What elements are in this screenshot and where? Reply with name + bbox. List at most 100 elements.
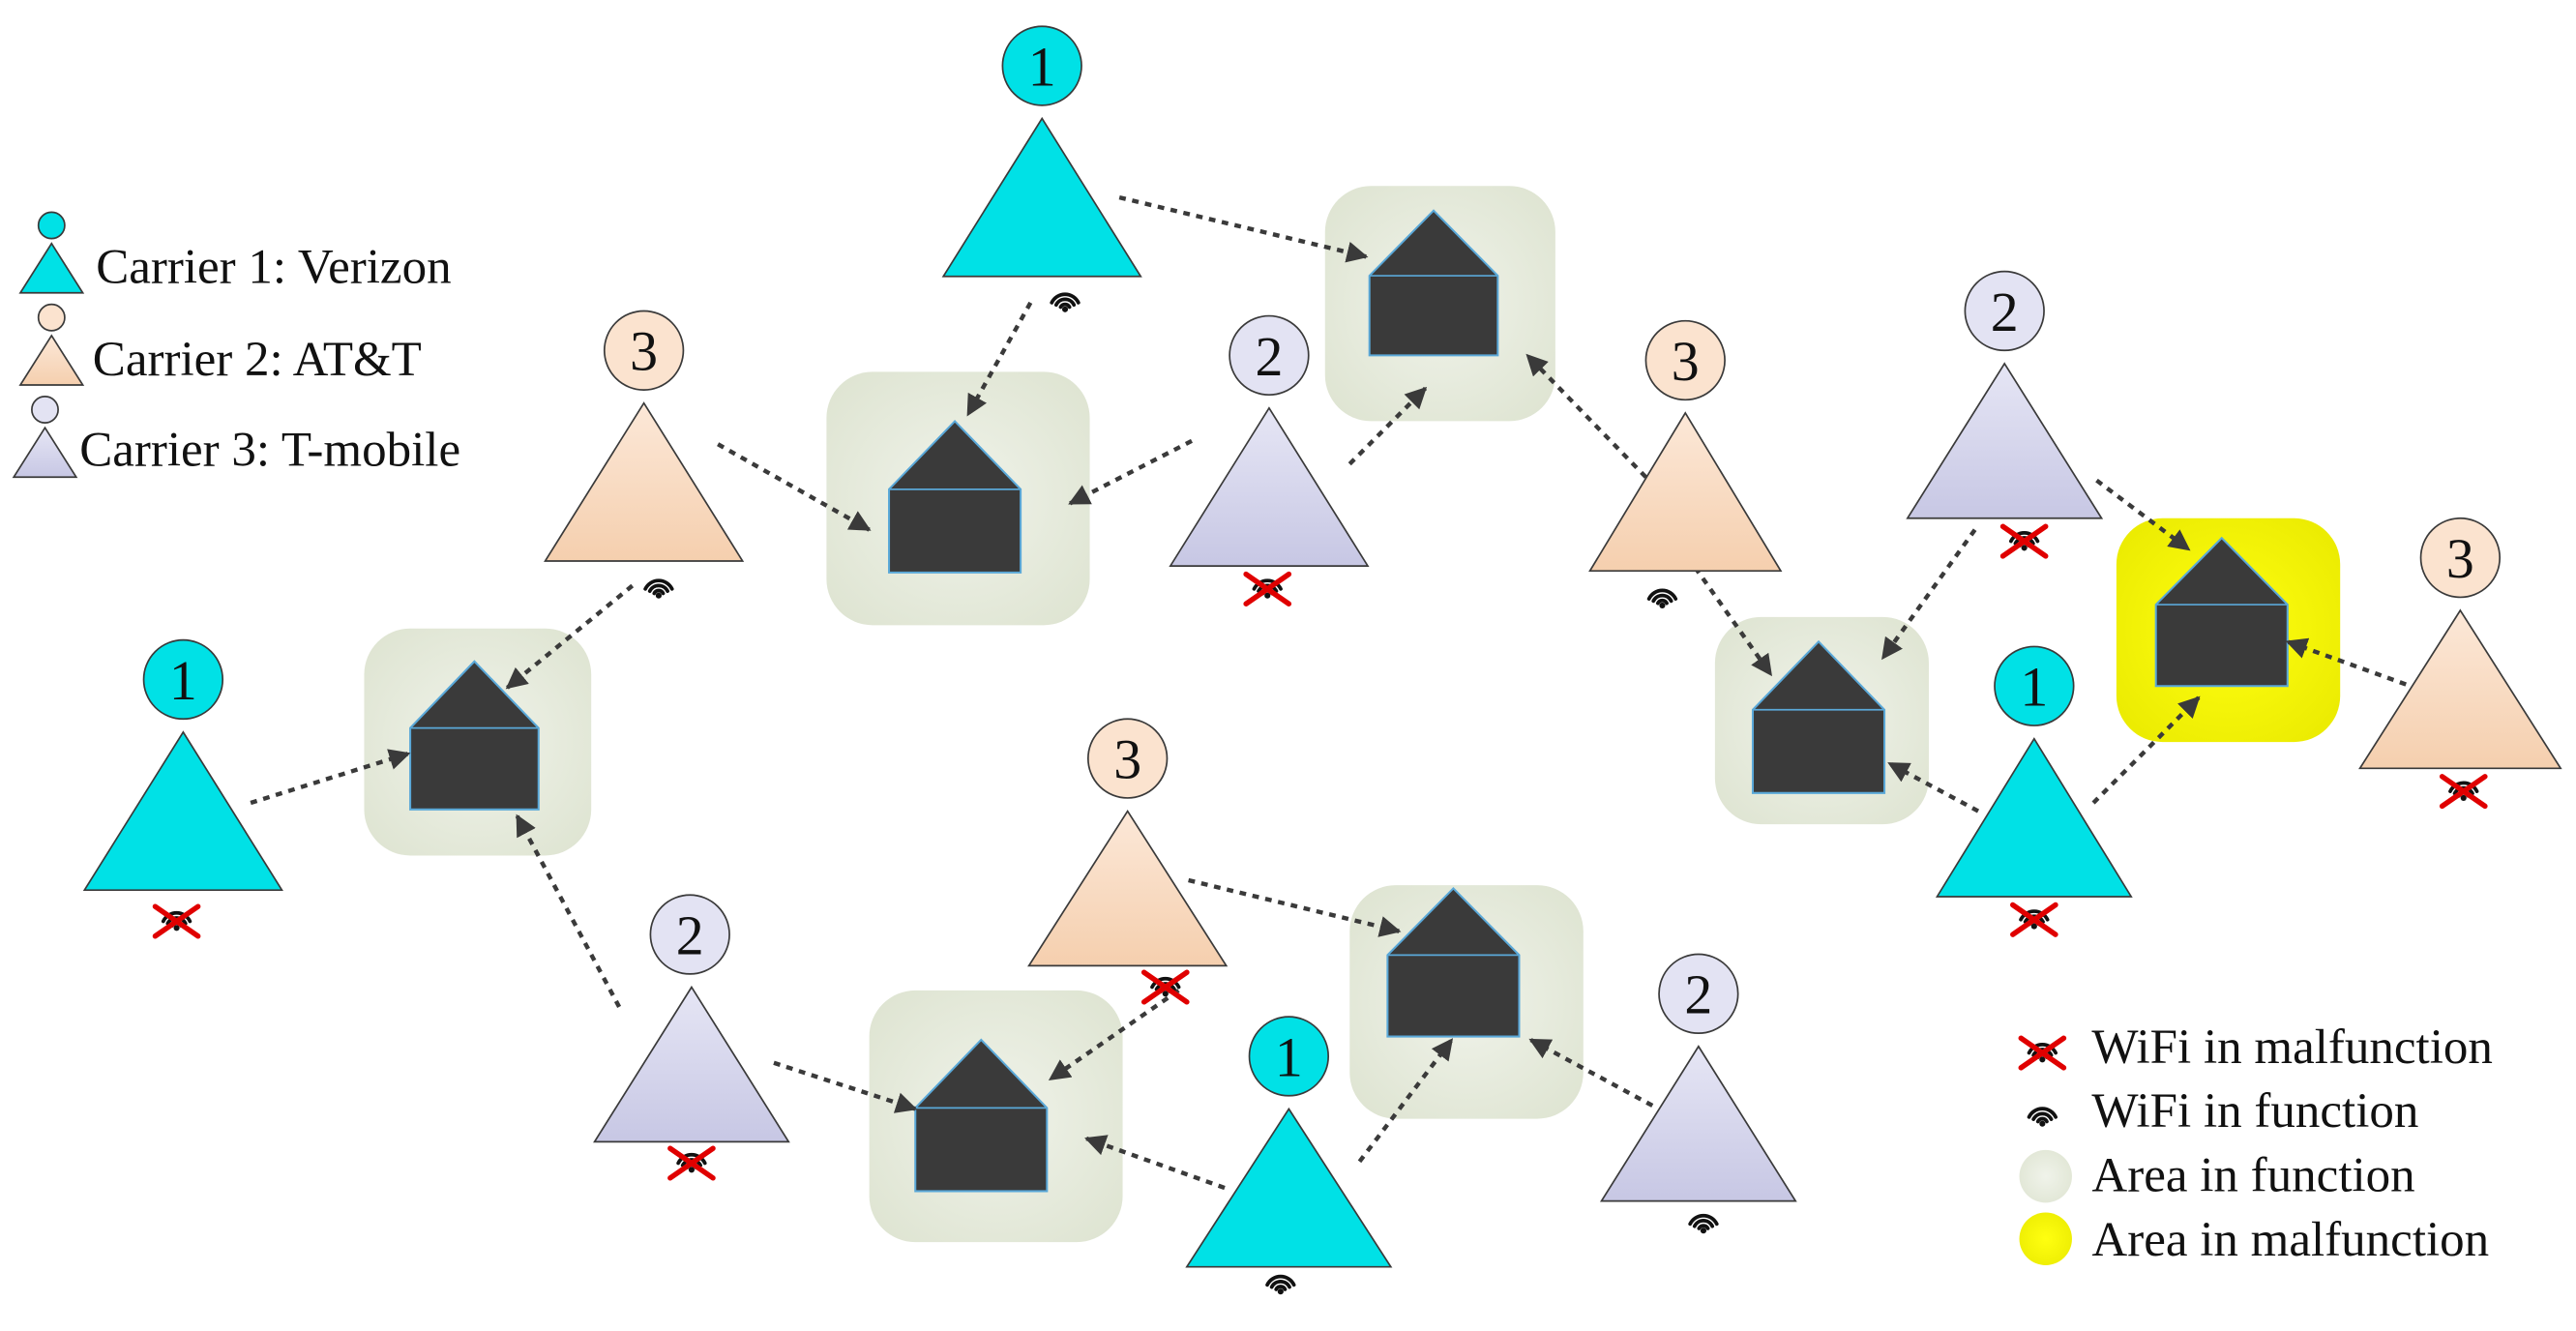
node-head bbox=[1229, 314, 1310, 397]
wifi-malfunction-icon bbox=[667, 1145, 716, 1181]
cross-icon bbox=[2010, 902, 2058, 937]
legend-area-function-label: Area in function bbox=[2091, 1148, 2414, 1202]
house-icon bbox=[409, 660, 540, 811]
node-body bbox=[1185, 1107, 1393, 1268]
legend-wifi-function-label: WiFi in function bbox=[2091, 1084, 2418, 1139]
carrier-3-node: 2 bbox=[1599, 953, 1797, 1234]
connection-arrow bbox=[1068, 438, 1194, 506]
legend-carrier-2-label: Carrier 2: AT&T bbox=[93, 333, 422, 387]
wifi-malfunction-icon bbox=[152, 903, 201, 939]
legend-carrier-3-icon bbox=[12, 396, 78, 479]
legend-area-function-icon bbox=[2019, 1149, 2072, 1203]
connection-arrow bbox=[1084, 1135, 1226, 1191]
wifi-icon bbox=[1265, 1274, 1296, 1295]
connection-arrow bbox=[1693, 566, 1773, 677]
connection-arrow bbox=[1880, 528, 1977, 661]
node-body bbox=[1588, 411, 1783, 573]
carrier-1-node: 1 bbox=[1935, 645, 2133, 937]
node-body bbox=[82, 730, 283, 892]
connection-arrow bbox=[1188, 877, 1402, 937]
connection-arrow bbox=[1525, 353, 1648, 479]
node-head bbox=[603, 310, 685, 391]
node-head bbox=[142, 638, 224, 721]
legend-area-malfunction-icon bbox=[2019, 1212, 2072, 1265]
wifi-icon bbox=[1646, 588, 1678, 608]
node-body bbox=[1169, 406, 1370, 567]
connection-arrow bbox=[1118, 194, 1369, 263]
node-head bbox=[2419, 517, 2502, 599]
cross-icon bbox=[1140, 969, 1190, 1005]
node-head bbox=[1994, 645, 2075, 726]
node-body bbox=[593, 985, 790, 1143]
node-label: 2 bbox=[1255, 325, 1283, 388]
node-label: 2 bbox=[1684, 963, 1712, 1026]
node-head bbox=[1644, 319, 1726, 401]
carrier-2-node: 3 bbox=[544, 310, 745, 599]
carrier-1-node: 1 bbox=[941, 25, 1142, 312]
legend-carrier-3-label: Carrier 3: T-mobile bbox=[79, 423, 460, 477]
node-body bbox=[1906, 362, 2104, 519]
connection-arrow bbox=[250, 749, 411, 806]
cross-icon bbox=[2018, 1035, 2067, 1071]
connection-arrow bbox=[505, 583, 635, 690]
carrier-1-node: 1 bbox=[82, 638, 283, 939]
connection-arrow bbox=[1347, 386, 1428, 466]
node-head bbox=[1964, 270, 2045, 352]
node-label: 1 bbox=[169, 649, 197, 712]
node-head bbox=[1248, 1016, 1330, 1097]
node-label: 3 bbox=[1672, 330, 1700, 393]
carrier-2-node: 3 bbox=[2358, 517, 2562, 810]
house-icon bbox=[1368, 209, 1499, 357]
carrier-1-node: 1 bbox=[1185, 1016, 1393, 1295]
connection-arrow bbox=[717, 442, 872, 532]
carrier-3-node: 2 bbox=[593, 894, 790, 1181]
connection-arrow bbox=[1887, 761, 1980, 813]
node-label: 3 bbox=[2446, 527, 2474, 590]
connection-arrow bbox=[515, 813, 622, 1008]
wifi-malfunction-icon bbox=[1140, 969, 1190, 1005]
wifi-malfunction-icon bbox=[1999, 523, 2049, 559]
legend-wifi-malfunction-icon bbox=[2018, 1035, 2067, 1071]
carrier-3-node: 2 bbox=[1169, 314, 1370, 606]
wifi-malfunction-icon bbox=[2439, 774, 2488, 810]
connection-arrow bbox=[965, 301, 1033, 417]
connection-arrow bbox=[2091, 695, 2201, 805]
wifi-icon bbox=[1050, 292, 1081, 312]
legend-carrier-1-icon bbox=[18, 211, 85, 294]
carrier-3-node: 2 bbox=[1906, 270, 2104, 559]
legend-area-malfunction-label: Area in malfunction bbox=[2091, 1213, 2489, 1267]
house-icon bbox=[914, 1038, 1049, 1193]
node-body bbox=[1027, 809, 1229, 967]
node-head bbox=[649, 894, 730, 975]
node-head bbox=[1001, 25, 1082, 106]
legend-wifi-malfunction-label: WiFi in malfunction bbox=[2091, 1020, 2493, 1075]
cross-icon bbox=[1999, 523, 2049, 559]
connection-arrow bbox=[1528, 1038, 1654, 1108]
node-label: 1 bbox=[1275, 1025, 1303, 1088]
legend-carrier-1-label: Carrier 1: Verizon bbox=[96, 241, 451, 295]
cross-icon bbox=[2439, 774, 2488, 810]
node-head bbox=[1086, 718, 1169, 799]
legend: Carrier 1: Verizon Carrier 2: AT&T Carri… bbox=[79, 241, 2493, 1267]
connection-arrow bbox=[773, 1060, 918, 1113]
cross-icon bbox=[667, 1145, 716, 1181]
cross-icon bbox=[1243, 571, 1292, 606]
wifi-malfunction-icon bbox=[1243, 571, 1292, 606]
house-icon bbox=[1751, 639, 1886, 794]
node-label: 1 bbox=[2020, 656, 2048, 719]
house-icon bbox=[1386, 887, 1521, 1038]
node-label: 1 bbox=[1028, 35, 1056, 98]
node-body bbox=[2358, 608, 2562, 770]
node-label: 3 bbox=[1113, 728, 1141, 791]
node-label: 3 bbox=[630, 320, 658, 383]
connection-arrow bbox=[2095, 478, 2191, 551]
cross-icon bbox=[152, 903, 201, 939]
carrier-2-node: 3 bbox=[1588, 319, 1783, 608]
node-head bbox=[1658, 953, 1739, 1034]
house-icon bbox=[888, 419, 1022, 574]
carrier-2-node: 3 bbox=[1027, 718, 1229, 1005]
node-body bbox=[1935, 737, 2133, 898]
node-label: 2 bbox=[1991, 281, 2019, 343]
node-body bbox=[941, 116, 1142, 278]
